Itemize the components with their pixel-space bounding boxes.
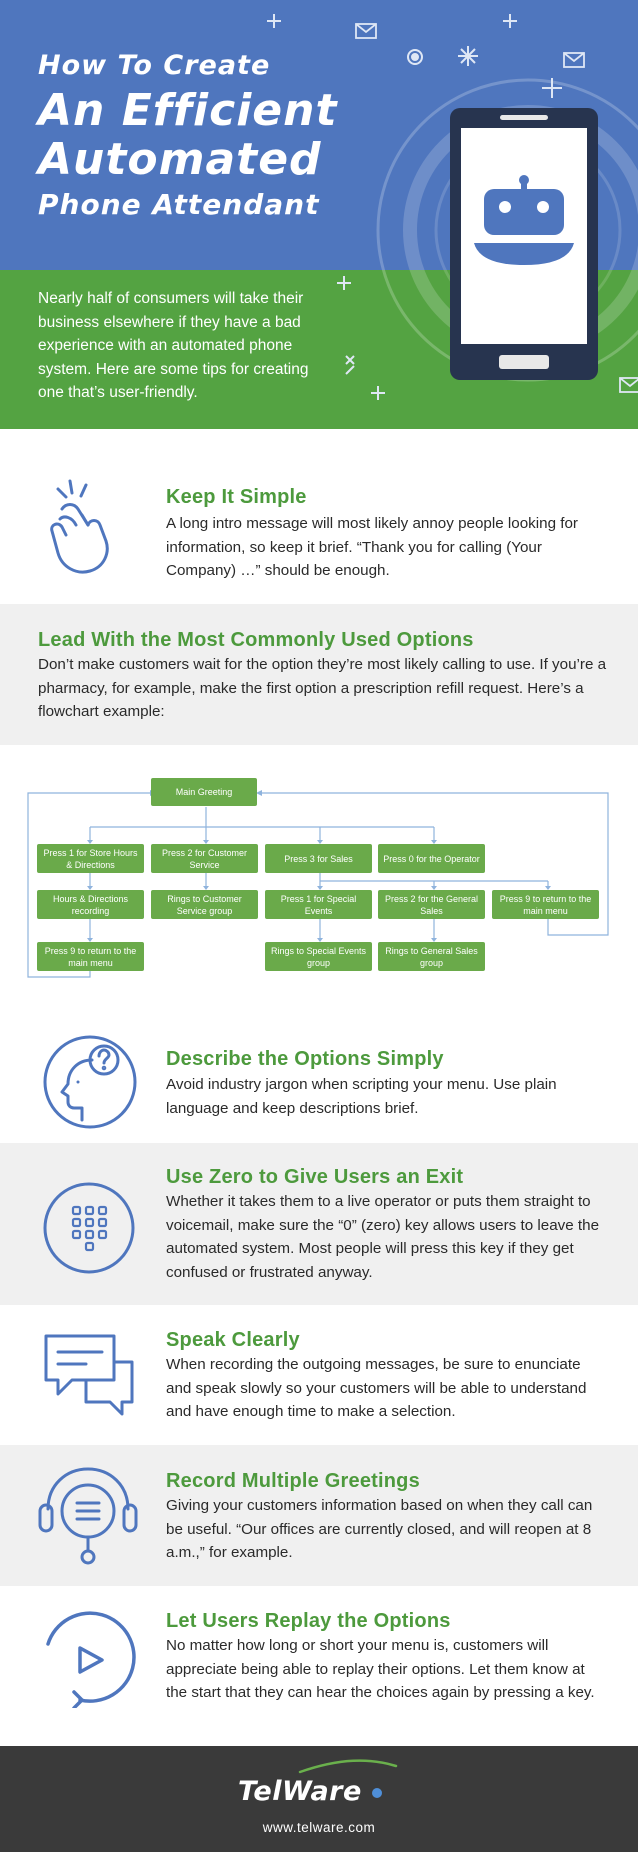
flowchart-node: Press 3 for Sales [265, 844, 372, 873]
hero-illustration [267, 14, 638, 400]
hero-title-line-1: How To Create [38, 50, 271, 81]
tip-title: Describe the Options Simply [166, 1048, 444, 1070]
tip-title: Use Zero to Give Users an Exit [166, 1166, 464, 1188]
footer-website-link[interactable]: www.telware.com [262, 1820, 376, 1835]
tip-record-greetings: Record Multiple Greetings Giving your cu… [0, 1445, 638, 1586]
flowchart-node: Press 2 for the General Sales [378, 890, 485, 919]
ivr-flowchart: Main Greeting Press 1 for Store Hours & … [0, 745, 638, 1010]
envelope-icon [355, 23, 638, 393]
tip-replay-options: Let Users Replay the Options No matter h… [0, 1586, 638, 1746]
head-question-icon [43, 1035, 137, 1129]
flowchart-node: Rings to Special Events group [265, 942, 372, 971]
telware-logo[interactable]: TelWare [238, 1776, 362, 1807]
telware-logo-swoosh [298, 1759, 398, 1798]
hero-title-line-3: Automated [38, 134, 322, 185]
tip-body: Avoid industry jargon when scripting you… [166, 1076, 557, 1117]
tip-body: Don’t make customers wait for the option… [38, 656, 607, 720]
smartphone-icon [450, 108, 598, 380]
hero-banner: How To Create An Efficient Automated Pho… [0, 0, 638, 429]
footer: TelWare www.telware.com [0, 1746, 638, 1852]
tip-title: Keep It Simple [166, 486, 307, 508]
flowchart-node: Rings to General Sales group [378, 942, 485, 971]
flowchart-node-main: Main Greeting [151, 778, 257, 806]
tip-lead-with-common-options: Lead With the Most Commonly Used Options… [0, 604, 638, 745]
tip-describe-options: Describe the Options Simply Avoid indust… [0, 1010, 638, 1143]
hero-title-line-4: Phone Attendant [38, 188, 320, 221]
tip-use-zero: Use Zero to Give Users an Exit Whether i… [0, 1143, 638, 1305]
flowchart-node: Press 2 for Customer Service [151, 844, 258, 873]
tip-body: Giving your customers information based … [166, 1497, 593, 1561]
tip-body: A long intro message will most likely an… [166, 515, 578, 579]
sparkle-icon [267, 14, 562, 400]
tip-body: Whether it takes them to a live operator… [166, 1193, 600, 1281]
hero-title-line-2: An Efficient [38, 85, 338, 136]
tip-body: When recording the outgoing messages, be… [166, 1356, 587, 1420]
flowchart-node: Rings to Customer Service group [151, 890, 258, 919]
flowchart-node: Press 0 for the Operator [378, 844, 485, 873]
headset-icon [38, 1467, 138, 1565]
hero-intro-text: Nearly half of consumers will take their… [38, 290, 309, 401]
tip-title: Let Users Replay the Options [166, 1610, 451, 1632]
tip-title: Lead With the Most Commonly Used Options [38, 629, 474, 651]
tip-keep-it-simple: Keep It Simple A long intro message will… [0, 429, 638, 604]
flowchart-node: Hours & Directions recording [37, 890, 144, 919]
tip-speak-clearly: Speak Clearly When recording the outgoin… [0, 1305, 638, 1445]
flowchart-node: Press 1 for Special Events [265, 890, 372, 919]
tip-body: No matter how long or short your menu is… [166, 1637, 595, 1701]
chat-bubbles-icon [44, 1334, 134, 1416]
flowchart-node: Press 9 to return to the main menu [492, 890, 599, 919]
replay-icon [46, 1611, 136, 1708]
tip-title: Record Multiple Greetings [166, 1470, 420, 1492]
flowchart-node: Press 1 for Store Hours & Directions [37, 844, 144, 873]
robot-icon [474, 175, 574, 265]
flowchart-connectors [27, 790, 609, 978]
keypad-icon [43, 1182, 135, 1274]
snapping-fingers-icon [50, 479, 109, 574]
flowchart-node: Press 9 to return to the main menu [37, 942, 144, 971]
tip-title: Speak Clearly [166, 1329, 300, 1351]
